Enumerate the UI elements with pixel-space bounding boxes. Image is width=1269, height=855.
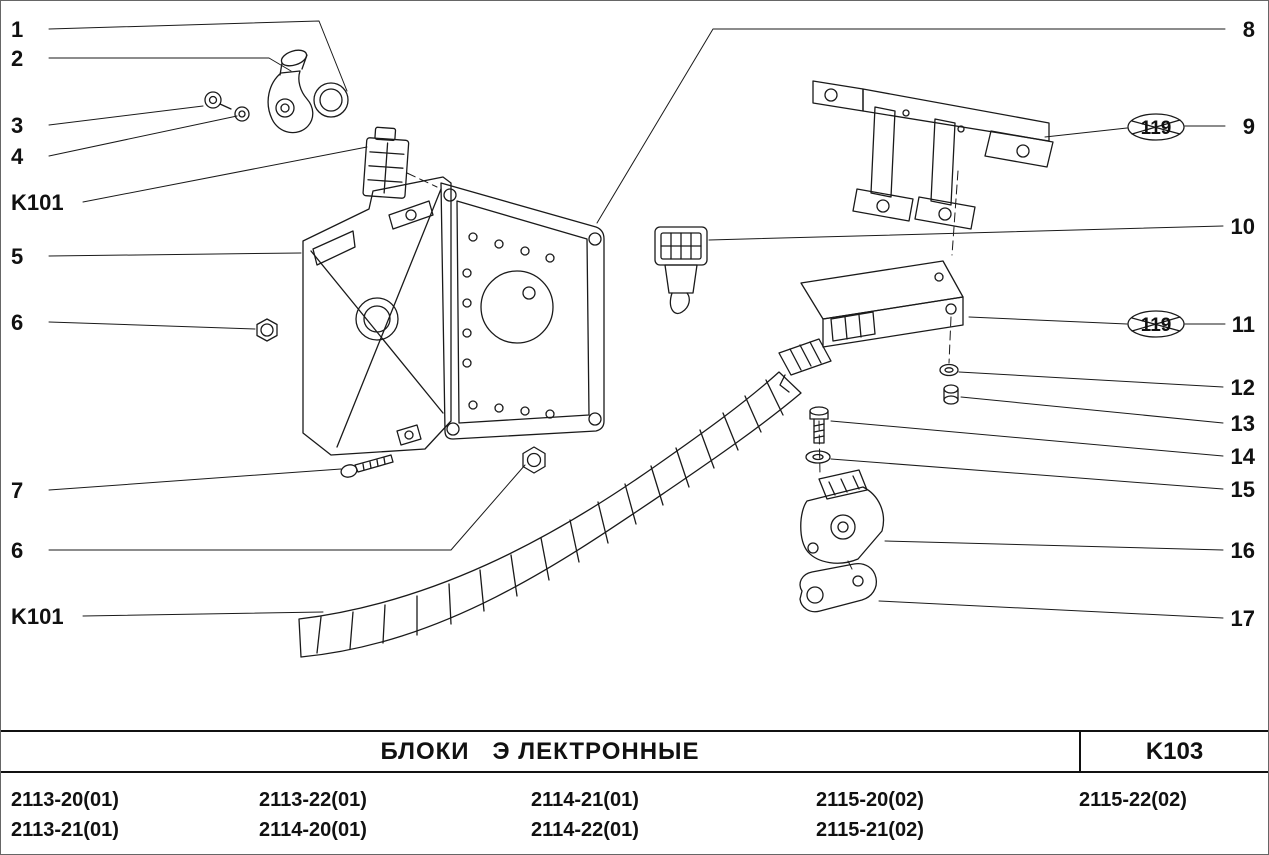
model-column-5: 2115-22(02) — [1079, 785, 1187, 815]
model-column-2: 2113-22(01) 2114-20(01) — [259, 785, 367, 845]
callout-left-6a: 6 — [11, 310, 23, 335]
model-code: 2115-20(02) — [816, 789, 924, 811]
callout-right-9: 9 — [1243, 114, 1255, 139]
callout-left-5: 5 — [11, 244, 23, 269]
part-top-bracket — [812, 80, 1054, 230]
callout-left-3: 3 — [11, 113, 23, 138]
callout-right-16: 16 — [1231, 538, 1255, 563]
part-diagnostic-connector — [654, 226, 708, 315]
callout-labels: 1 2 3 4 K101 5 6 7 6 K101 8 9 10 11 12 1… — [11, 17, 1256, 631]
callout-right-12: 12 — [1231, 375, 1255, 400]
callout-left-6b: 6 — [11, 538, 23, 563]
callout-right-10: 10 — [1231, 214, 1255, 239]
catalog-code: K103 — [1145, 737, 1204, 765]
model-code: 2114-20(01) — [259, 819, 367, 841]
callout-left-4: 4 — [11, 144, 24, 169]
model-code: 2115-22(02) — [1079, 789, 1187, 811]
model-code: 2113-22(01) — [259, 789, 367, 811]
part-bolt-14 — [809, 406, 829, 444]
part-relay-module — [800, 260, 964, 348]
callout-right-11: 11 — [1232, 312, 1255, 337]
part-lower-bracket — [799, 562, 878, 613]
badge-119-bottom — [1127, 310, 1185, 338]
part-sensor-module — [800, 469, 885, 564]
part-nut-lower — [522, 446, 546, 474]
part-connector-k101-top — [362, 126, 410, 199]
model-column-3: 2114-21(01) 2114-22(01) — [531, 785, 639, 845]
badge-label-top: 119 — [1141, 118, 1172, 139]
model-code: 2114-22(01) — [531, 819, 639, 841]
callout-right-14: 14 — [1231, 444, 1256, 469]
callout-right-17: 17 — [1231, 606, 1255, 631]
model-code: 2114-21(01) — [531, 789, 639, 811]
part-harness-connector — [778, 338, 832, 393]
part-bolt-13 — [943, 384, 959, 405]
model-list: 2113-20(01) 2113-21(01) 2113-22(01) 2114… — [1, 773, 1268, 854]
assembly-axis-lines — [406, 170, 959, 574]
part-bolt-7 — [340, 454, 394, 478]
badge-label-bottom: 119 — [1141, 315, 1172, 336]
part-washer-15 — [805, 450, 831, 464]
part-ecu-unit — [440, 182, 605, 440]
model-column-1: 2113-20(01) 2113-21(01) — [11, 785, 119, 845]
callout-right-8: 8 — [1243, 17, 1255, 42]
model-code: 2113-21(01) — [11, 819, 119, 841]
model-code: 2115-21(02) — [816, 819, 924, 841]
callout-left-2: 2 — [11, 46, 23, 71]
part-lever-assembly — [204, 49, 349, 134]
callout-left-1: 1 — [11, 17, 23, 42]
model-code: 2113-20(01) — [11, 789, 119, 811]
callout-right-15: 15 — [1231, 477, 1255, 502]
leader-lines — [48, 20, 1226, 619]
badge-119-top — [1127, 113, 1185, 141]
technical-drawing: 1 2 3 4 K101 5 6 7 6 K101 8 9 10 11 12 1… — [11, 17, 1256, 658]
part-washer-12 — [939, 363, 959, 377]
part-mounting-bracket — [302, 176, 452, 456]
model-column-4: 2115-20(02) 2115-21(02) — [816, 785, 924, 845]
callout-left-k101b: K101 — [11, 604, 64, 629]
callout-right-13: 13 — [1231, 411, 1255, 436]
callout-left-7: 7 — [11, 478, 23, 503]
part-nut-upper — [256, 318, 278, 342]
title-block: БЛОКИ Э ЛЕКТРОННЫЕ K103 — [1, 730, 1268, 773]
page-title: БЛОКИ Э ЛЕКТРОННЫЕ — [1, 732, 1081, 771]
callout-left-k101a: K101 — [11, 190, 64, 215]
part-corrugated-conduit — [298, 371, 802, 658]
